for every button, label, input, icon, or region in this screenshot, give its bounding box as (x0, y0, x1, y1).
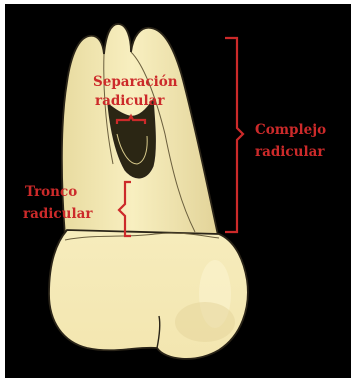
label-complejo-line2: radicular (255, 144, 325, 160)
label-tronco-line2: radicular (23, 206, 93, 222)
diagram-canvas: Separación radicular Complejo radicular … (5, 4, 351, 378)
complejo-bracket (225, 38, 243, 232)
label-complejo-line1: Complejo (255, 122, 326, 138)
tooth-diagram: Separación radicular Complejo radicular … (5, 4, 351, 378)
label-separacion-line2: radicular (95, 93, 165, 109)
label-separacion-line1: Separación (93, 74, 178, 90)
label-tronco-line1: Tronco (25, 184, 77, 200)
crown-shadow (175, 302, 235, 342)
